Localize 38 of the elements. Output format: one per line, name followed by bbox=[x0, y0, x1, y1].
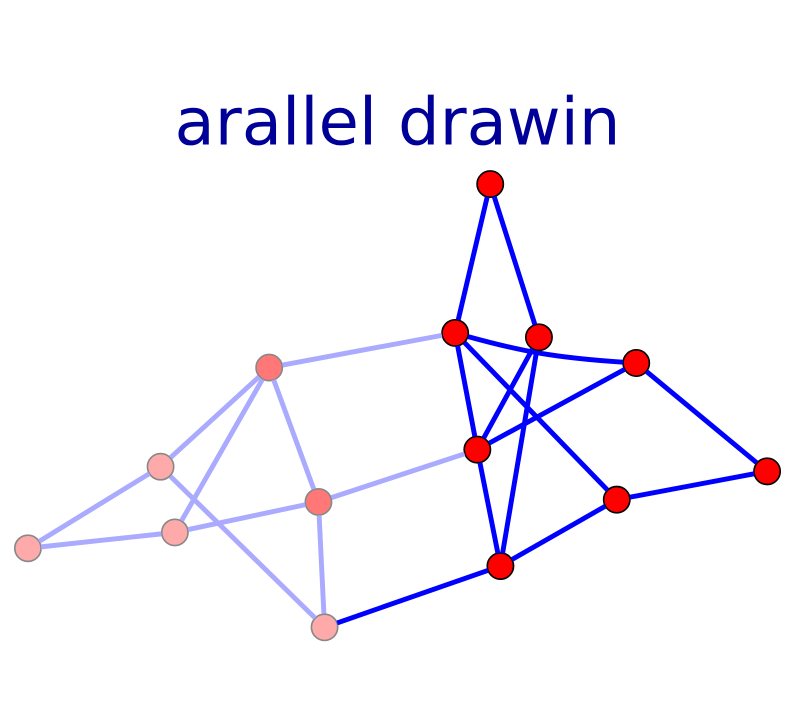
node-circle bbox=[255, 353, 284, 382]
connector bbox=[330, 450, 466, 500]
connector bbox=[478, 462, 500, 554]
connector bbox=[455, 344, 478, 436]
connector bbox=[316, 514, 326, 614]
node-circle bbox=[441, 318, 470, 346]
node-circle bbox=[304, 487, 332, 516]
diagram-title: arallel drawin bbox=[174, 84, 621, 160]
node-circle bbox=[160, 518, 189, 546]
node-circle bbox=[14, 534, 42, 562]
connector bbox=[456, 196, 490, 320]
connector bbox=[644, 369, 758, 464]
connector bbox=[336, 568, 489, 625]
connector bbox=[500, 350, 540, 554]
node-circle bbox=[602, 485, 631, 514]
node-circle bbox=[753, 456, 782, 485]
connector bbox=[168, 374, 261, 459]
connector bbox=[38, 471, 151, 543]
connector bbox=[188, 502, 306, 532]
connector bbox=[488, 366, 626, 445]
connector bbox=[40, 530, 162, 549]
connector bbox=[467, 334, 624, 364]
connector bbox=[179, 378, 265, 522]
node-circle bbox=[146, 452, 175, 480]
node-circle bbox=[463, 435, 492, 464]
connector bbox=[482, 347, 535, 439]
node-circle bbox=[310, 612, 339, 641]
node-circle bbox=[486, 552, 514, 580]
connector bbox=[462, 340, 610, 492]
connector bbox=[510, 504, 606, 562]
node-circle bbox=[622, 348, 650, 376]
connector bbox=[630, 470, 754, 500]
connector bbox=[492, 195, 538, 325]
node-circle bbox=[524, 322, 553, 351]
connector bbox=[282, 332, 442, 367]
node-circle bbox=[476, 170, 504, 198]
connector bbox=[168, 474, 317, 620]
connector bbox=[271, 378, 316, 490]
